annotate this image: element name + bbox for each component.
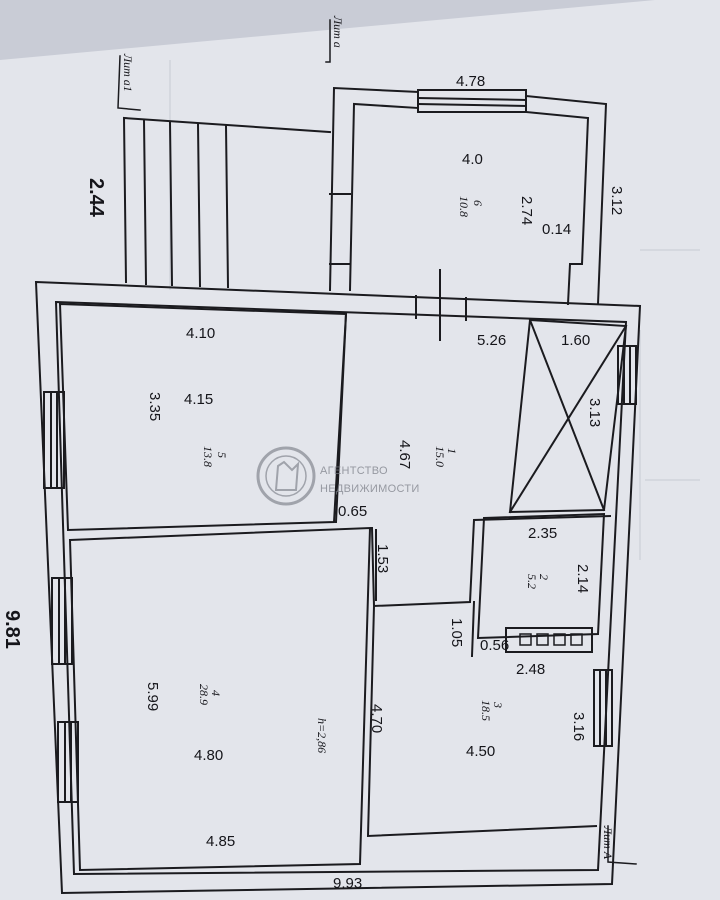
room-4-area: 28.9 xyxy=(197,684,211,705)
left-windows xyxy=(43,391,79,803)
stove-icon xyxy=(519,633,583,646)
interior-partitions xyxy=(58,269,628,872)
annex-width: 4.78 xyxy=(456,73,485,90)
main-house-walls xyxy=(34,280,642,895)
room-2-area: 5.2 xyxy=(525,574,539,589)
room-1-number: 1 xyxy=(445,448,459,454)
dim-056: 0.56 xyxy=(480,637,509,654)
room-4-dim-a: 5.99 xyxy=(144,682,161,711)
annex-window xyxy=(416,89,528,113)
main-literal: Лит А xyxy=(601,825,615,860)
overall-length: 9.81 xyxy=(1,610,23,649)
room-4-number: 4 xyxy=(209,690,223,696)
stove-burner xyxy=(570,633,583,646)
room-5-number: 5 xyxy=(215,452,229,458)
room-3-dim-a: 2.48 xyxy=(516,661,545,678)
room-3-dim-c: 4.50 xyxy=(466,743,495,760)
stove-burner xyxy=(536,633,549,646)
overall-width: 9.93 xyxy=(333,875,362,892)
room-6-number: 6 xyxy=(471,200,485,206)
dim-105: 1.05 xyxy=(448,618,465,647)
dim-153: 1.53 xyxy=(374,544,391,573)
literal-markers xyxy=(117,19,637,865)
room-3-number: 3 xyxy=(491,701,505,708)
room-2-dim-a: 2.35 xyxy=(528,525,557,542)
doorways xyxy=(375,295,467,601)
watermark-line-2: НЕДВИЖИМОСТИ xyxy=(320,483,420,495)
room-4-dim-b: 4.80 xyxy=(194,747,223,764)
dim-065: 0.65 xyxy=(338,503,367,520)
room-5-dim-a: 4.10 xyxy=(186,325,215,342)
annex-inner-width: 4.0 xyxy=(462,151,483,168)
room-5-dim-b: 4.15 xyxy=(184,391,213,408)
stove-burner xyxy=(553,633,566,646)
room-6-area: 10.8 xyxy=(457,196,471,217)
room-5-dim-c: 3.35 xyxy=(146,392,163,421)
room-3-dim-b: 3.16 xyxy=(570,712,587,741)
room-3-area: 18.5 xyxy=(479,700,493,721)
annex-offset: 0.14 xyxy=(542,221,571,238)
right-windows xyxy=(593,345,637,747)
room-1-dim-a: 5.26 xyxy=(477,332,506,349)
hand-ok-icon xyxy=(256,446,316,506)
annex-walls xyxy=(328,86,608,306)
annex-literal: Лит а xyxy=(331,15,345,48)
room-2-number: 2 xyxy=(537,574,551,580)
annex-inner-depth: 2.74 xyxy=(518,196,535,225)
porch-width: 2.44 xyxy=(85,178,107,218)
room-1-area: 15.0 xyxy=(433,446,447,467)
watermark-line-1: АГЕНТСТВО xyxy=(320,465,388,477)
room-4-dim-c: 4.85 xyxy=(206,833,235,850)
ceiling-height: h=2,86 xyxy=(315,718,329,753)
room-2-dim-b: 2.14 xyxy=(574,564,591,593)
room-5-area: 13.8 xyxy=(201,446,215,467)
stove-burner xyxy=(519,633,532,646)
stair-dim-b: 3.13 xyxy=(586,398,603,427)
stair-dim-a: 1.60 xyxy=(561,332,590,349)
annex-depth: 3.12 xyxy=(608,186,625,215)
room-3-dim-d: 4.70 xyxy=(368,704,385,733)
annex-a1-literal: Лит а1 xyxy=(121,53,135,92)
porch-steps xyxy=(122,116,332,289)
room-1-dim-b: 4.67 xyxy=(396,440,413,469)
watermark: АГЕНТСТВО НЕДВИЖИМОСТИ xyxy=(256,446,420,506)
